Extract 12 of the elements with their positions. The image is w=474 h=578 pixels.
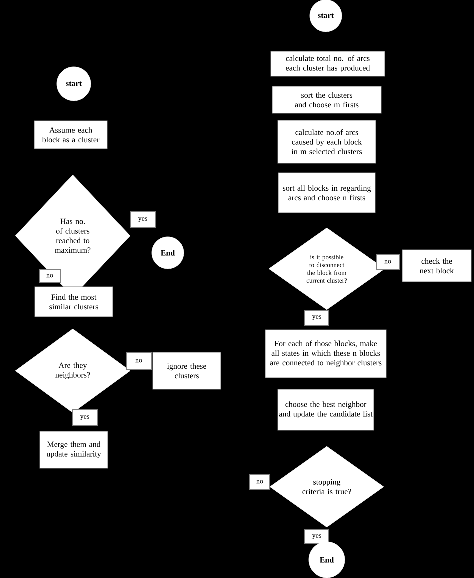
process-box: For each of those blocks, make all states in which these n blocks are connected to neighbor clusters (265, 330, 387, 378)
process-box: sort the clusters and choose m firsts (272, 86, 382, 114)
process-box: sort all blocks in regarding arcs and choose n firsts (278, 172, 376, 214)
node-label: End (320, 557, 334, 563)
process-box: ignore these clusters (152, 352, 222, 390)
process-box: check the next block (402, 250, 472, 282)
process-box: calculate no.of arcs caused by each block in m selected clusters (278, 120, 376, 164)
process-box: Merge them and update similarity (40, 431, 108, 469)
process-box: calculate total no. of arcs each cluster has produced (270, 51, 386, 77)
process-box: Find the most similar clusters (34, 286, 114, 318)
process-box: choose the best neighbor and update the candidate list (278, 389, 374, 431)
process-box: Assume each block as a cluster (34, 120, 108, 150)
